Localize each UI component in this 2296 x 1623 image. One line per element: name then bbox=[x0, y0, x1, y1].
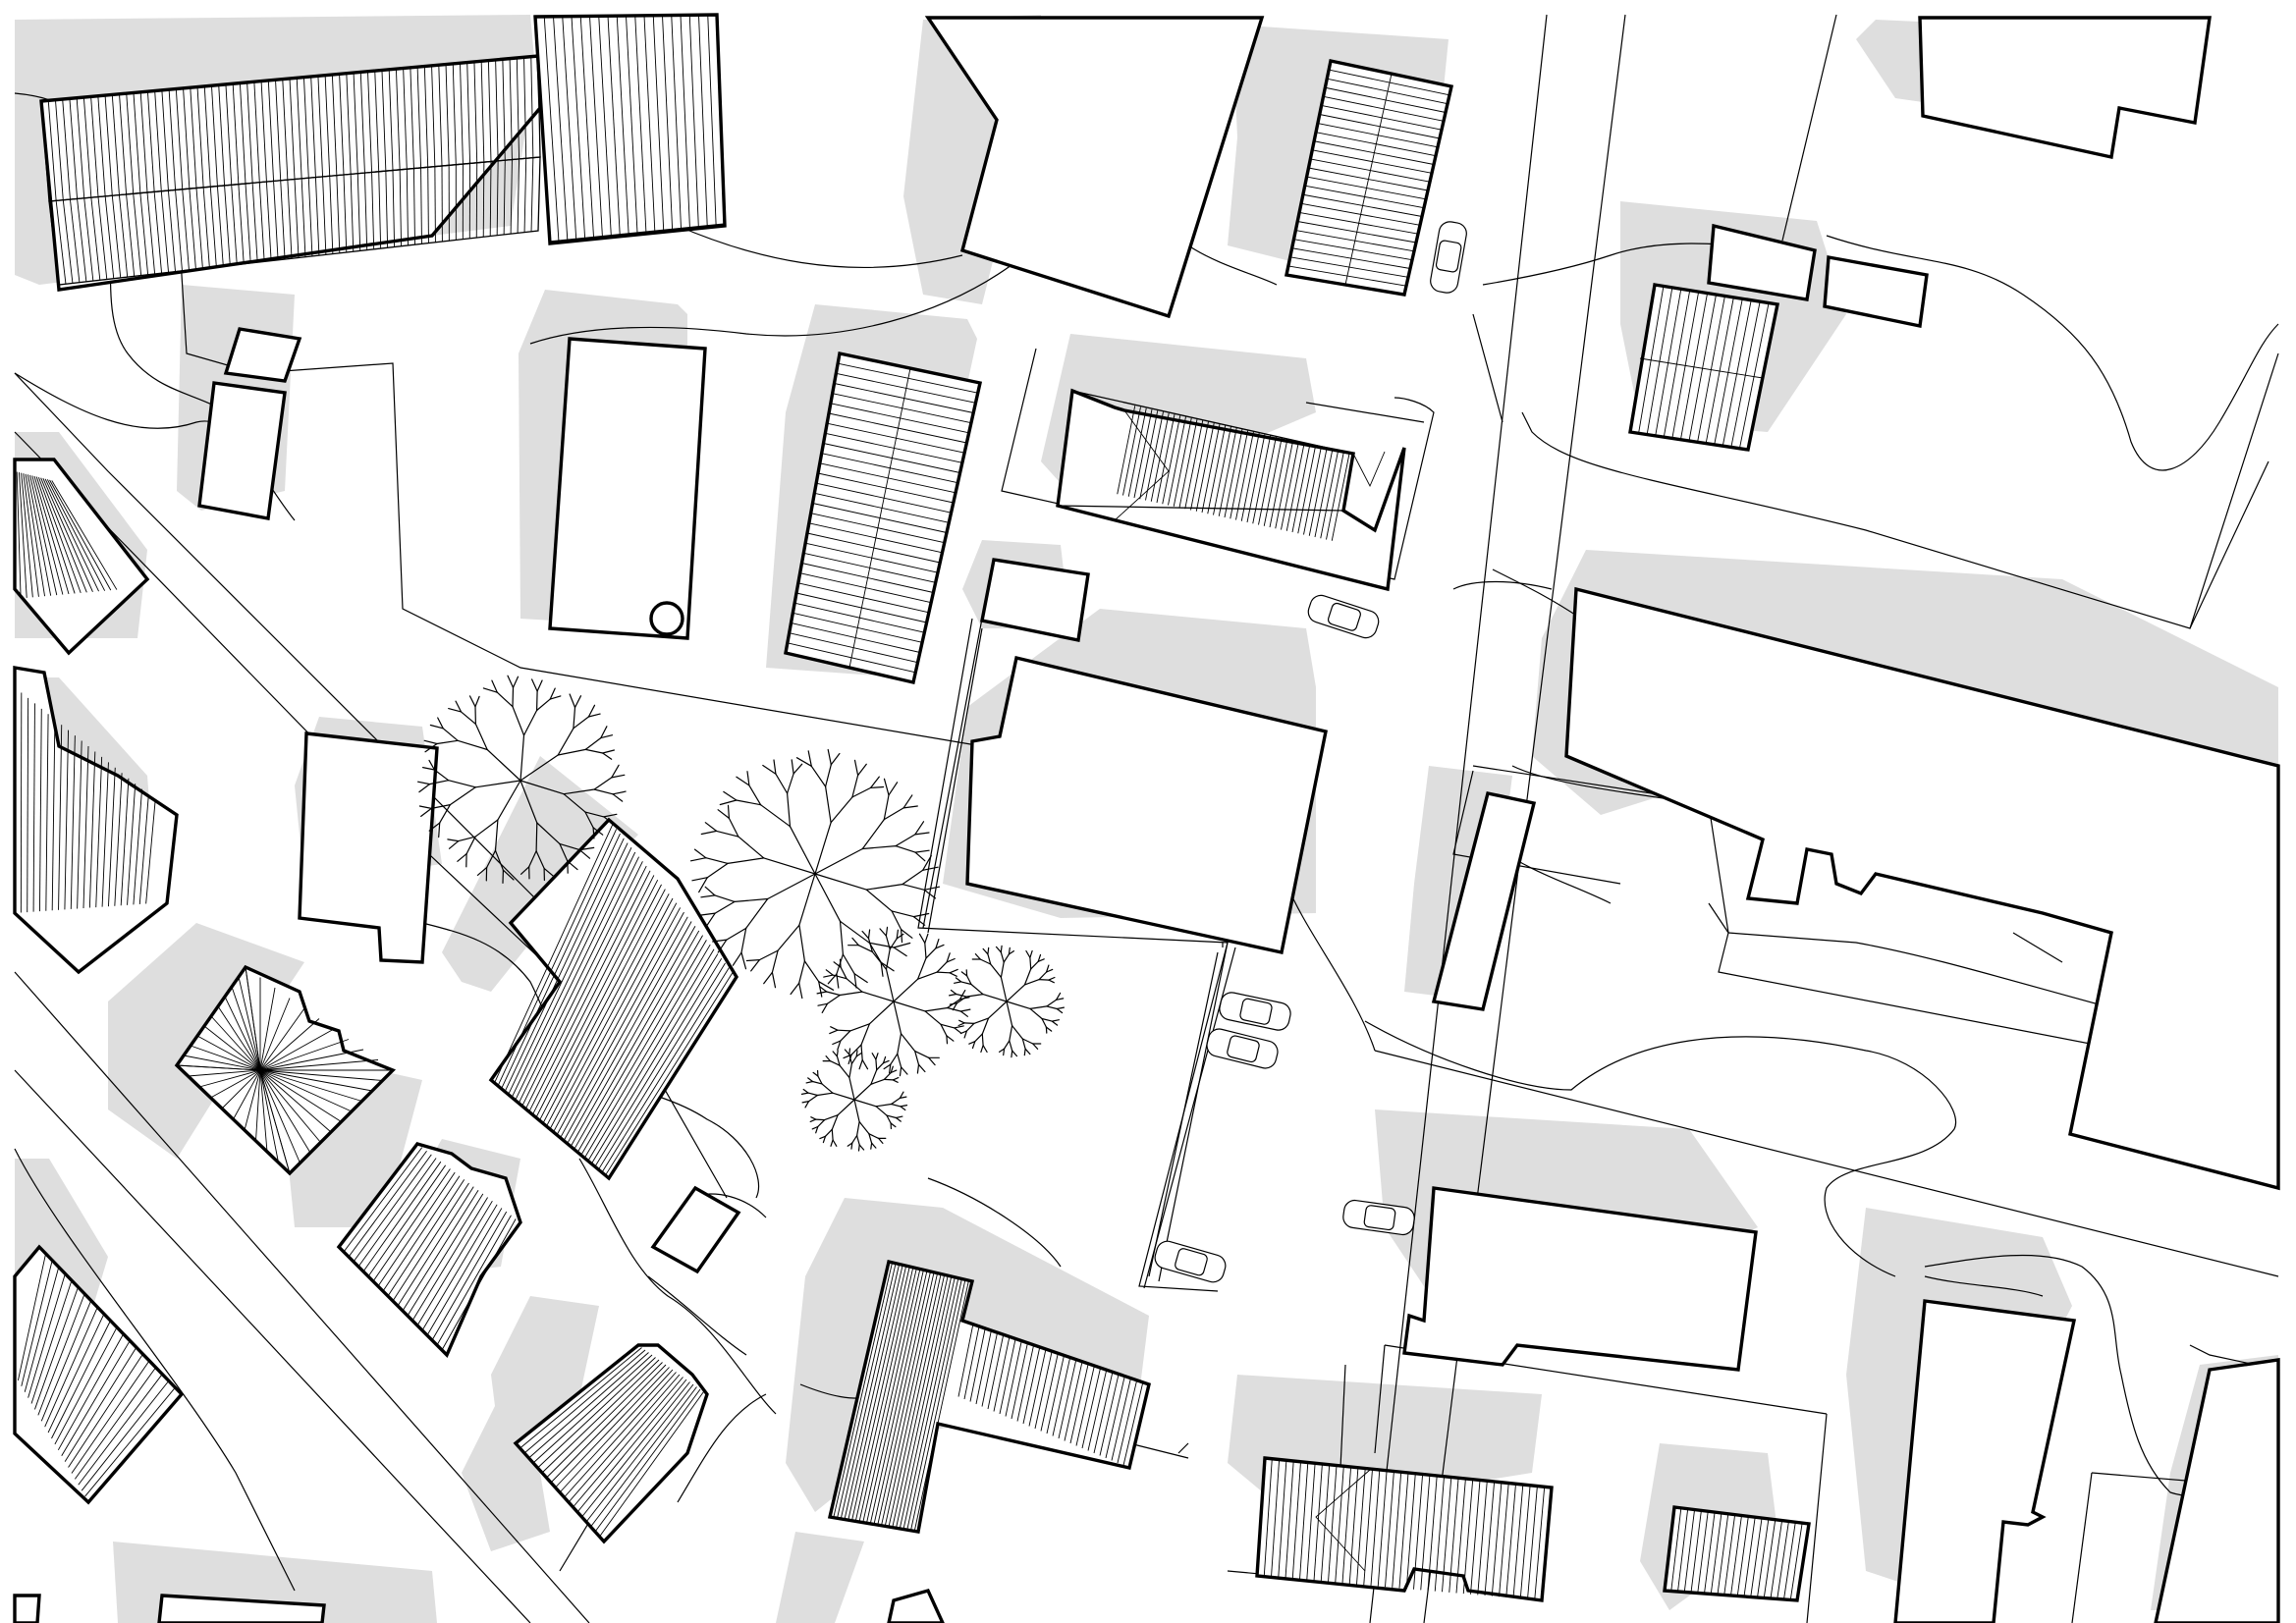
hatch-roofed-center bbox=[1114, 406, 1386, 541]
hatch-hall-north-b bbox=[48, 156, 541, 286]
hatch-small-south-east bbox=[1670, 1507, 1803, 1600]
circular-silo bbox=[649, 601, 684, 636]
building-row-west bbox=[13, 665, 179, 975]
tree-4 bbox=[949, 945, 1065, 1058]
building-striped-left bbox=[13, 458, 150, 656]
building-large-center bbox=[965, 655, 1328, 955]
building-small-left-2 bbox=[197, 381, 287, 520]
car-4 bbox=[1206, 1028, 1279, 1069]
building-corner-south bbox=[13, 1594, 41, 1623]
hatch-house-2 bbox=[343, 1147, 517, 1351]
building-far-southeast bbox=[2154, 1358, 2280, 1623]
car-1 bbox=[1430, 221, 1467, 294]
hatch-striped-right bbox=[1638, 286, 1770, 449]
building-south-1 bbox=[887, 1588, 945, 1623]
building-striped-right bbox=[1628, 283, 1780, 452]
hatch-west-lower bbox=[17, 1253, 176, 1497]
building-small-left-1 bbox=[223, 327, 302, 383]
building-u-top-center bbox=[924, 16, 1265, 319]
building-hall-north-east bbox=[533, 13, 727, 245]
hatch-house-3 bbox=[519, 1347, 704, 1538]
building-top-right-1 bbox=[1918, 16, 2212, 160]
car-5 bbox=[1154, 1240, 1227, 1283]
tree-1 bbox=[417, 675, 627, 884]
building-tall-southeast bbox=[1893, 1299, 2077, 1623]
car-3 bbox=[1219, 992, 1291, 1031]
tree-3 bbox=[816, 926, 971, 1077]
hatch-row-west bbox=[20, 692, 156, 913]
building-large-east bbox=[1402, 1186, 1758, 1372]
car-6 bbox=[1342, 1199, 1415, 1236]
building-east-narrow bbox=[1431, 790, 1537, 1011]
hatch-roofed-diagonal bbox=[494, 824, 734, 1176]
building-small-lower bbox=[650, 1185, 741, 1274]
hatch-roofed-center-outline bbox=[1057, 390, 1354, 512]
building-south-west-1 bbox=[157, 1594, 326, 1623]
building-complex-east bbox=[1564, 586, 2280, 1191]
hatch-hall-north-east bbox=[534, 14, 726, 243]
tree-5 bbox=[800, 1048, 908, 1152]
trees bbox=[417, 675, 1065, 1152]
buildings bbox=[13, 13, 2280, 1623]
building-roofed-center bbox=[1056, 388, 1406, 592]
hatch-striped-left bbox=[16, 471, 118, 599]
building-right-small-2 bbox=[1823, 254, 1929, 329]
building-house-2 bbox=[336, 1142, 522, 1358]
building-house-1 bbox=[298, 731, 439, 964]
parked-cars bbox=[1154, 221, 1467, 1283]
roof-hatching bbox=[16, 14, 1803, 1600]
building-small-center bbox=[980, 558, 1090, 643]
car-2 bbox=[1307, 594, 1380, 639]
building-center-north-1 bbox=[548, 337, 707, 640]
hatch-roofed-south bbox=[1263, 1458, 1546, 1600]
hatch-striped-top bbox=[1287, 69, 1450, 287]
hatch-l-south bbox=[833, 1262, 1144, 1532]
hatch-hall-north-a bbox=[40, 55, 541, 202]
building-right-small-1 bbox=[1707, 223, 1817, 301]
hatch-pyramid-1 bbox=[176, 966, 393, 1174]
building-west-lower bbox=[13, 1244, 185, 1505]
tree-2 bbox=[689, 748, 941, 1000]
hatch-striped-center bbox=[787, 362, 978, 674]
building-house-3 bbox=[513, 1343, 709, 1544]
